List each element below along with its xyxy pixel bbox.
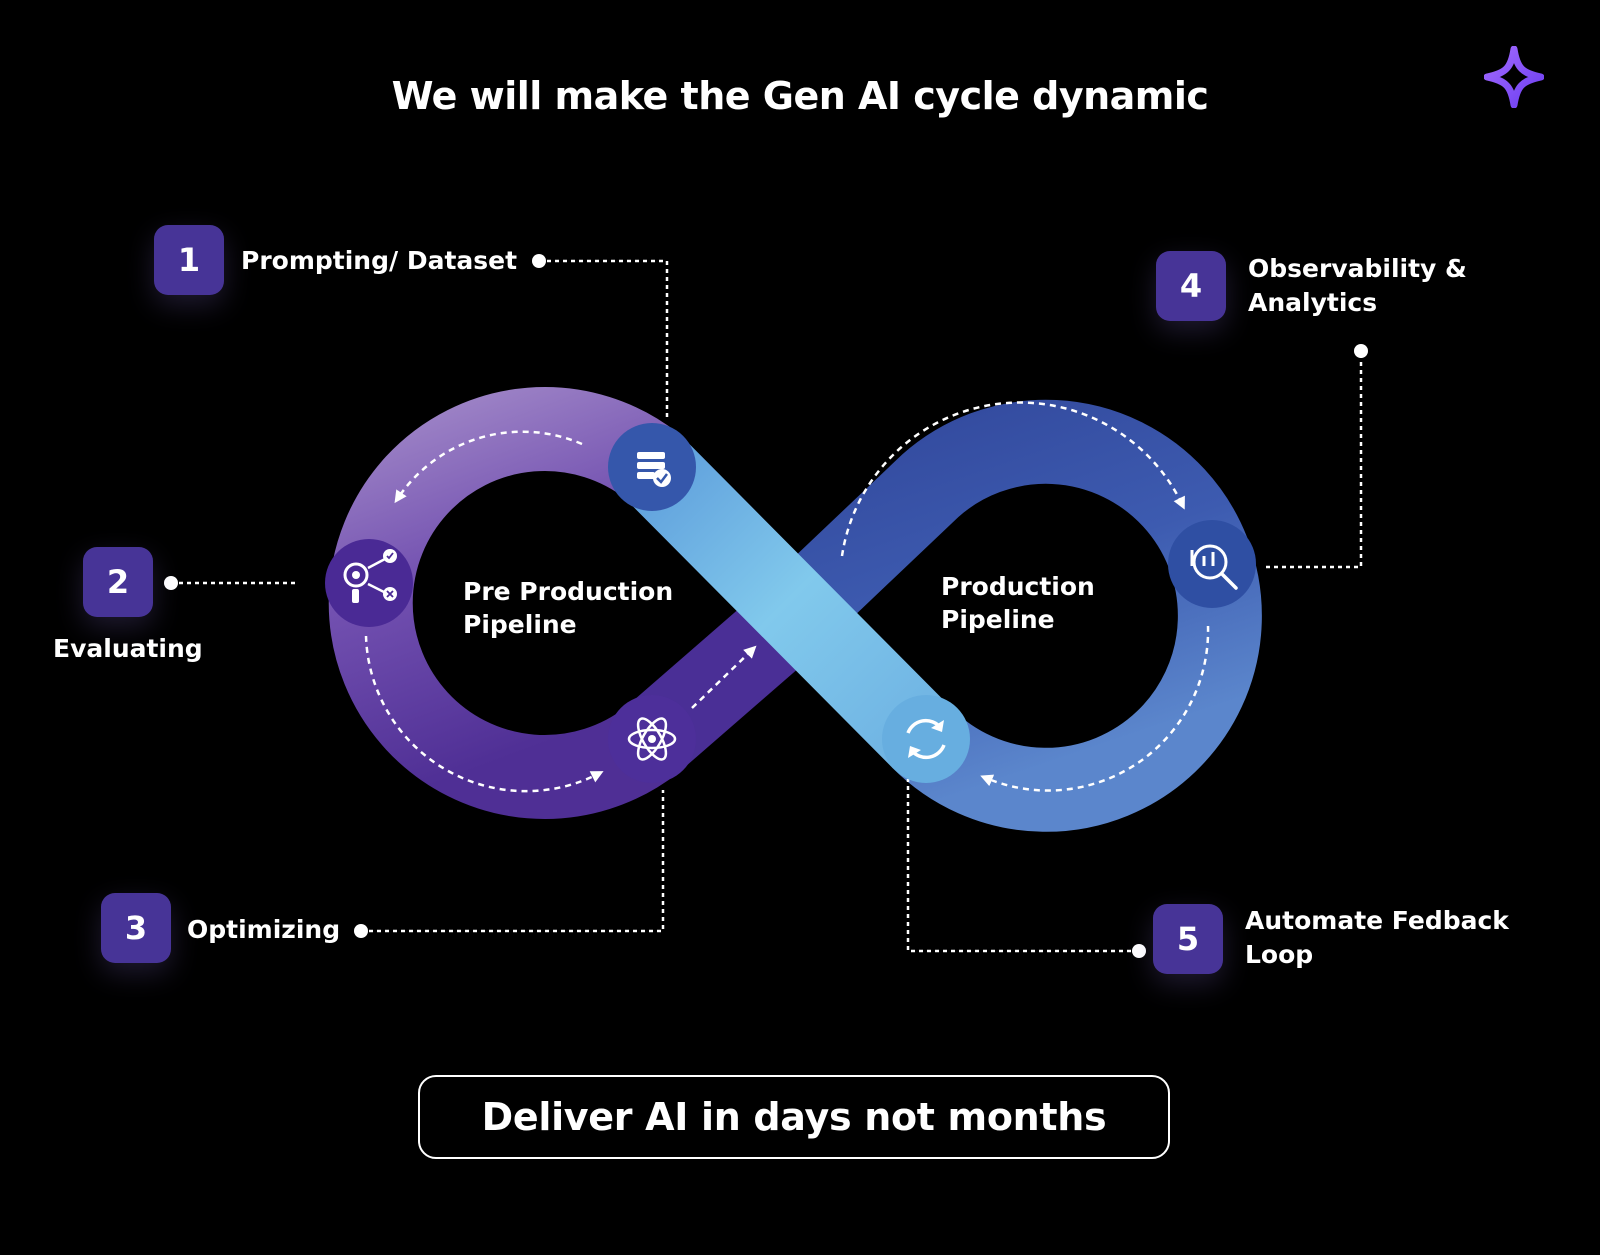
step-2-label: Evaluating	[53, 634, 203, 663]
crossing-band	[610, 424, 964, 780]
step-3-badge: 3	[101, 893, 171, 963]
step-2-badge: 2	[83, 547, 153, 617]
step-1-label: Prompting/ Dataset	[241, 246, 518, 275]
page-title: We will make the Gen AI cycle dynamic	[391, 74, 1209, 118]
flow-arrows	[364, 401, 1210, 793]
sparkle-star-icon	[1484, 46, 1544, 108]
step-4-badge: 4	[1156, 251, 1226, 321]
analytics-search-icon	[1168, 520, 1256, 608]
production-pipeline-label: Production Pipeline	[941, 572, 1095, 634]
step-4-label: Observability & Analytics	[1248, 254, 1467, 317]
atom-icon	[608, 695, 696, 783]
pre-production-pipeline-label: Pre Production Pipeline	[463, 577, 674, 639]
tagline-box: Deliver AI in days not months	[418, 1075, 1170, 1159]
database-check-icon	[608, 423, 696, 511]
step-5-label: Automate Fedback Loop	[1245, 906, 1509, 969]
step-5-badge: 5	[1153, 904, 1223, 974]
step-1-badge: 1	[154, 225, 224, 295]
step-3-label: Optimizing	[187, 915, 341, 944]
refresh-cycle-icon	[882, 695, 970, 783]
connector-lines	[171, 259, 1363, 953]
connector-dots	[164, 254, 1368, 958]
gear-network-icon	[325, 539, 413, 627]
